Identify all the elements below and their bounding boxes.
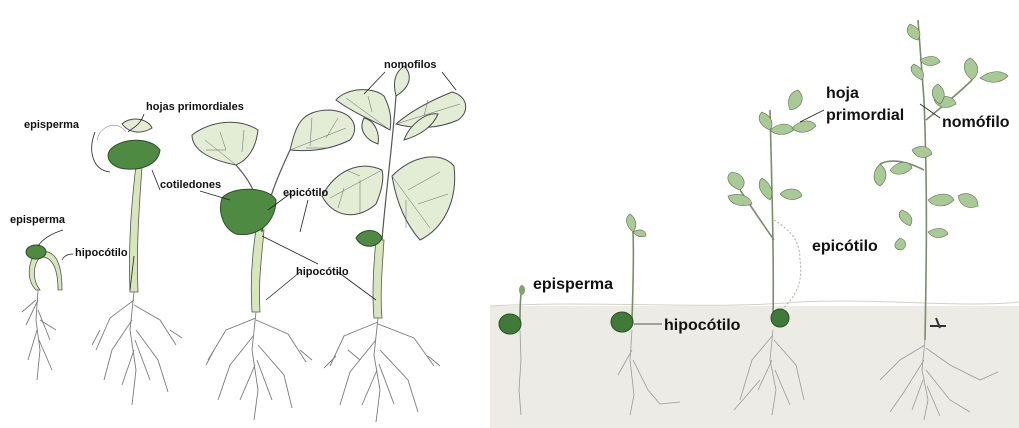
label-hoja: hoja bbox=[826, 85, 859, 102]
right-panel: hoja primordial nomófilo epicótilo episp… bbox=[490, 20, 1019, 428]
seed-a bbox=[499, 314, 521, 334]
primordial-leaf-left bbox=[192, 122, 258, 165]
seedling-stage-1 bbox=[22, 245, 62, 380]
label-episperma-small: episperma bbox=[10, 214, 66, 226]
seedling-stage-2 bbox=[92, 119, 182, 405]
label-hipocotilo-right: hipocótilo bbox=[664, 317, 741, 334]
label-hojas-primordiales: hojas primordiales bbox=[146, 101, 244, 113]
label-hipocotilo: hipocótilo bbox=[296, 266, 349, 278]
label-episperma-right: episperma bbox=[533, 276, 613, 293]
small-seed-cotyledon bbox=[26, 245, 46, 259]
leaf-stage4-left bbox=[322, 166, 383, 215]
label-nomofilos: nomofilos bbox=[384, 59, 437, 71]
left-panel: episperma hojas primordiales nomofilos e… bbox=[10, 59, 466, 422]
seed-c bbox=[771, 309, 789, 327]
label-primordial: primordial bbox=[826, 107, 904, 124]
soil bbox=[490, 306, 1019, 428]
label-episperma-top: episperma bbox=[24, 119, 80, 131]
cotyledons-stage-4 bbox=[356, 231, 382, 247]
left-leader-lines bbox=[38, 72, 456, 300]
cotyledons-stage-2 bbox=[108, 140, 160, 169]
label-epicotilo: epicótilo bbox=[283, 187, 329, 199]
label-cotiledones: cotiledones bbox=[160, 179, 221, 191]
seed-b bbox=[611, 312, 633, 332]
right-leader-lines bbox=[634, 104, 940, 324]
label-hipocotilo-small: hipocótilo bbox=[75, 247, 128, 259]
primordial-leaf-right bbox=[290, 110, 355, 151]
leaf-stage4-right bbox=[392, 157, 455, 240]
cotyledons-stage-3 bbox=[221, 189, 276, 234]
label-epicotilo-right: epicótilo bbox=[812, 238, 878, 255]
seedling-stage-3 bbox=[192, 110, 355, 420]
label-nomofilo: nomófilo bbox=[942, 114, 1010, 131]
